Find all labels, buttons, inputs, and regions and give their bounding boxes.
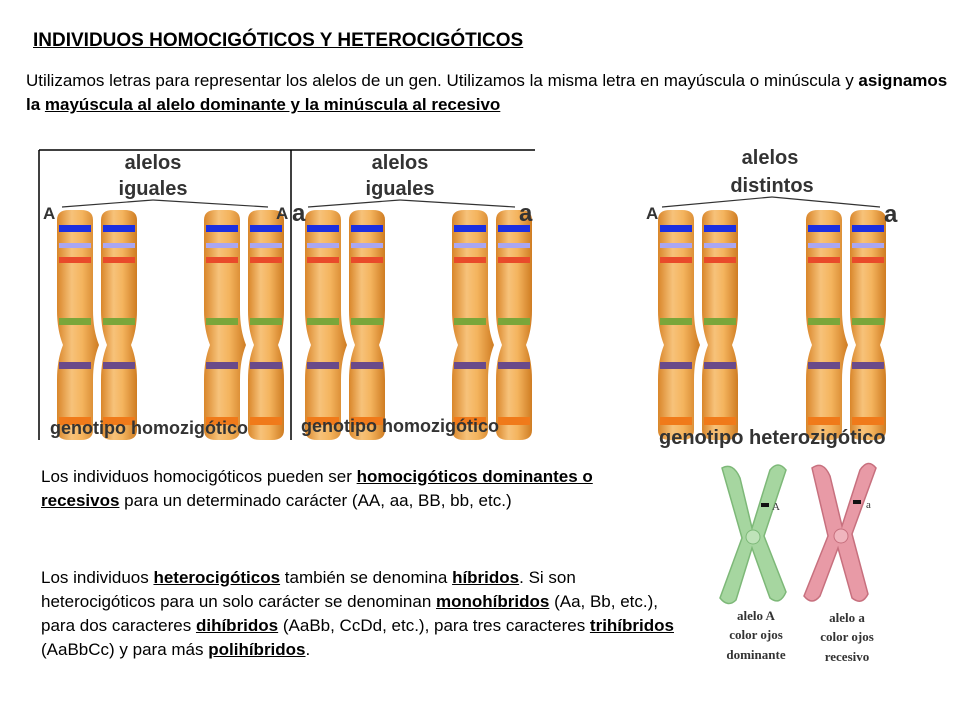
green-chromosome: A: [719, 464, 787, 605]
panel-1-label-line1: alelos: [125, 152, 182, 174]
intro-text-3: mayúscula al alelo dominante y la minúsc…: [44, 95, 501, 114]
green-caption-1: alelo A: [737, 608, 776, 623]
para1-text-2: homocigóticos dominantes o recesivos: [41, 467, 593, 510]
para2-text-7: (Aa, Bb, etc.), para dos caracteres: [41, 592, 658, 635]
red-caption-2: color ojos: [820, 629, 874, 644]
red-caption-1: alelo a: [829, 610, 865, 625]
para2-text-13: .: [305, 640, 311, 659]
panel-2-homozygous-recessive: alelos iguales a a genotipo homozigótico: [292, 152, 533, 440]
panel-1-allele-right: A: [276, 204, 288, 223]
panel-2-label-line2: iguales: [366, 178, 435, 200]
heterozygous-paragraph: Los individuos heterocigóticos también s…: [41, 566, 681, 662]
panel-1-label-line2: iguales: [119, 178, 188, 200]
panel-1-homozygous-dominant: alelos iguales A A genotipo homozigótico: [43, 152, 288, 440]
chromosome: [806, 210, 886, 440]
panel-3-label-line1: alelos: [742, 147, 799, 169]
para2-text-1: Los individuos: [41, 568, 154, 587]
panel-3-allele-right: a: [884, 201, 898, 228]
green-caption-2: color ojos: [729, 627, 783, 642]
para2-text-8: dihíbridos: [195, 616, 279, 635]
chromosome: [204, 210, 284, 440]
chromosome: [305, 210, 385, 440]
chromosome: [452, 210, 532, 440]
panel-1-allele-left: A: [43, 204, 55, 223]
red-caption-3: recesivo: [825, 649, 870, 664]
para2-text-9: (AaBb, CcDd, etc.), para tres caracteres: [278, 616, 590, 635]
para1-text-1: Los individuos homocigóticos pueden ser: [41, 467, 357, 486]
para1-text-3: para un determinado carácter (AA, aa, BB…: [119, 491, 512, 510]
red-chromosome: a: [803, 462, 877, 602]
intro-text-2: asignamos la: [26, 71, 948, 114]
eye-color-figure: A a alelo A color ojos dominante alelo a…: [719, 462, 877, 664]
homozygous-paragraph: Los individuos homocigóticos pueden ser …: [41, 465, 671, 513]
para2-text-3: también se denomina: [280, 568, 453, 587]
panel-3-allele-left: A: [646, 204, 658, 223]
intro-text-1: Utilizamos letras para representar los a…: [26, 71, 859, 90]
para2-text-4: híbridos: [452, 568, 520, 587]
panel-2-label-line1: alelos: [372, 152, 429, 174]
intro-paragraph: Utilizamos letras para representar los a…: [26, 69, 956, 117]
panel-3-heterozygous: alelos distintos A a genotipo heterozigó…: [646, 147, 898, 449]
green-caption-3: dominante: [726, 647, 785, 662]
page-title: INDIVIDUOS HOMOCIGÓTICOS Y HETEROCIGÓTIC…: [33, 30, 524, 51]
para2-text-6: monohíbridos: [436, 592, 550, 611]
panel-1-caption: genotipo homozigótico: [50, 418, 248, 438]
panel-3-label-line2: distintos: [730, 175, 813, 197]
panel-2-caption: genotipo homozigótico: [301, 416, 499, 436]
para2-text-11: (AaBbCc) y para más: [41, 640, 209, 659]
red-allele-label: a: [866, 499, 871, 511]
para2-text-2: heterocigóticos: [153, 568, 281, 587]
panel-2-allele-right: a: [519, 200, 533, 227]
para2-text-10: trihíbridos: [589, 616, 674, 635]
green-allele-label: A: [772, 501, 780, 513]
para2-text-12: polihíbridos: [208, 640, 306, 659]
panel-3-caption: genotipo heterozigótico: [659, 427, 886, 449]
chromosome: [57, 210, 137, 440]
chromosome: [658, 210, 738, 440]
para2-text-5: . Si son heterocigóticos para un solo ca…: [41, 568, 576, 611]
panel-2-allele-left: a: [292, 200, 306, 227]
